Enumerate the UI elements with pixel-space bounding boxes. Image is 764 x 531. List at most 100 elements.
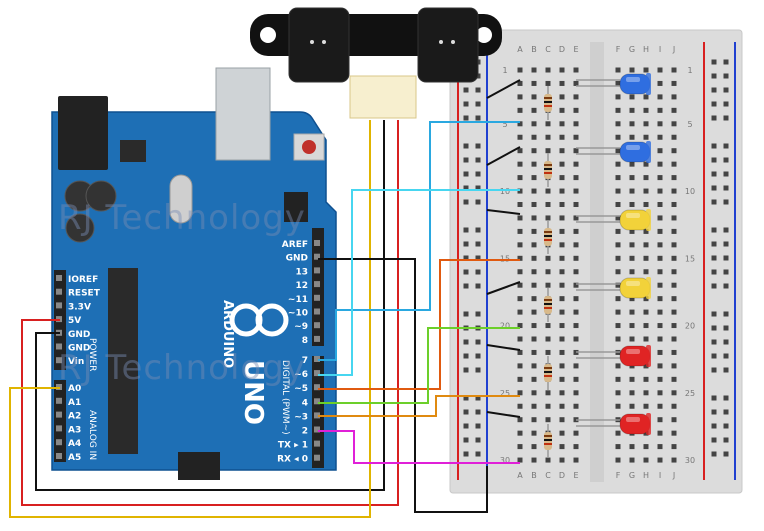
breadboard-hole xyxy=(545,67,551,73)
receiver-dot-1 xyxy=(439,40,443,44)
breadboard-hole xyxy=(629,188,635,194)
emitter-dot-1 xyxy=(310,40,314,44)
resistor xyxy=(544,356,552,390)
breadboard-hole xyxy=(517,161,523,167)
breadboard-hole xyxy=(573,175,579,181)
usb-connector xyxy=(215,67,271,161)
breadboard-hole xyxy=(615,80,621,86)
capacitor-3 xyxy=(65,213,95,243)
breadboard-hole xyxy=(573,430,579,436)
breadboard-hole xyxy=(671,403,677,409)
rail-hole xyxy=(711,409,717,415)
breadboard-hole xyxy=(559,107,565,113)
rail-hole xyxy=(723,437,729,443)
breadboard-hole xyxy=(629,444,635,450)
rail-hole xyxy=(475,451,481,457)
pin-label: ~3 xyxy=(294,412,308,422)
breadboard-hole xyxy=(559,309,565,315)
breadboard-hole xyxy=(559,417,565,423)
breadboard-hole xyxy=(657,457,663,463)
pin-socket xyxy=(56,343,62,350)
column-letter: G xyxy=(629,45,635,54)
breadboard-hole xyxy=(629,94,635,100)
rail-hole xyxy=(723,325,729,331)
sensor-connector xyxy=(349,75,417,119)
breadboard-hole xyxy=(573,67,579,73)
breadboard-hole xyxy=(615,228,621,234)
breadboard-hole xyxy=(657,363,663,369)
breadboard-hole xyxy=(615,255,621,261)
breadboard-hole xyxy=(615,323,621,329)
breadboard-hole xyxy=(629,269,635,275)
rail-hole xyxy=(723,157,729,163)
breadboard-hole xyxy=(629,121,635,127)
rail-hole xyxy=(711,143,717,149)
wire-sensor-vcc xyxy=(21,120,399,506)
breadboard-hole xyxy=(573,255,579,261)
breadboard-hole xyxy=(559,94,565,100)
crystal-oscillator xyxy=(169,174,193,224)
rail-hole xyxy=(475,269,481,275)
rail-hole xyxy=(475,227,481,233)
rail-hole xyxy=(463,171,469,177)
breadboard-hole xyxy=(573,148,579,154)
breadboard-hole xyxy=(545,188,551,194)
wire-pin6 xyxy=(318,189,520,376)
voltage-regulator xyxy=(120,140,146,162)
breadboard-hole xyxy=(573,121,579,127)
resistor xyxy=(544,153,552,187)
resistor xyxy=(544,86,552,120)
breadboard-hole xyxy=(615,161,621,167)
breadboard-hole xyxy=(517,444,523,450)
breadboard-hole xyxy=(559,134,565,140)
breadboard-hole xyxy=(545,336,551,342)
pin-label: 8 xyxy=(302,336,308,346)
breadboard-hole xyxy=(629,175,635,181)
breadboard-hole xyxy=(517,80,523,86)
pin-label: 4 xyxy=(302,398,308,408)
breadboard-hole xyxy=(643,242,649,248)
breadboard-hole xyxy=(545,215,551,221)
breadboard-hole xyxy=(559,202,565,207)
breadboard-hole xyxy=(545,282,551,288)
pin-socket xyxy=(314,356,320,362)
pin-label: 7 xyxy=(302,356,308,366)
rail-hole xyxy=(475,437,481,443)
breadboard-hole xyxy=(657,309,663,315)
breadboard-hole xyxy=(531,323,537,329)
pin-label: A5 xyxy=(68,453,81,463)
breadboard-hole xyxy=(531,175,537,181)
emitter-lens xyxy=(288,7,350,83)
column-letter: E xyxy=(573,45,578,54)
rail-hole xyxy=(723,451,729,457)
breadboard-hole xyxy=(643,323,649,329)
rail-hole xyxy=(463,87,469,93)
breadboard-hole xyxy=(615,269,621,275)
breadboard-hole xyxy=(531,336,537,342)
breadboard-hole xyxy=(657,188,663,194)
breadboard-hole xyxy=(671,309,677,315)
breadboard-hole xyxy=(615,296,621,302)
rail-hole xyxy=(475,353,481,359)
icsp-header xyxy=(284,192,308,222)
rail-hole xyxy=(475,171,481,177)
breadboard-hole xyxy=(671,255,677,261)
rail-hole xyxy=(463,255,469,261)
rail-hole xyxy=(711,157,717,163)
rail-hole xyxy=(711,101,717,107)
rail-hole xyxy=(723,409,729,415)
rail-hole xyxy=(711,227,717,233)
breadboard-hole xyxy=(671,457,677,463)
breadboard-hole xyxy=(657,376,663,382)
row-number: 20 xyxy=(685,322,695,331)
column-letter: I xyxy=(659,471,661,480)
breadboard-hole xyxy=(545,349,551,355)
column-letter: C xyxy=(545,45,551,54)
rail-hole xyxy=(463,241,469,247)
pin-label: A1 xyxy=(68,398,81,408)
breadboard-hole xyxy=(531,107,537,113)
reset-button-cap[interactable] xyxy=(302,140,316,154)
breadboard-hole xyxy=(531,403,537,409)
